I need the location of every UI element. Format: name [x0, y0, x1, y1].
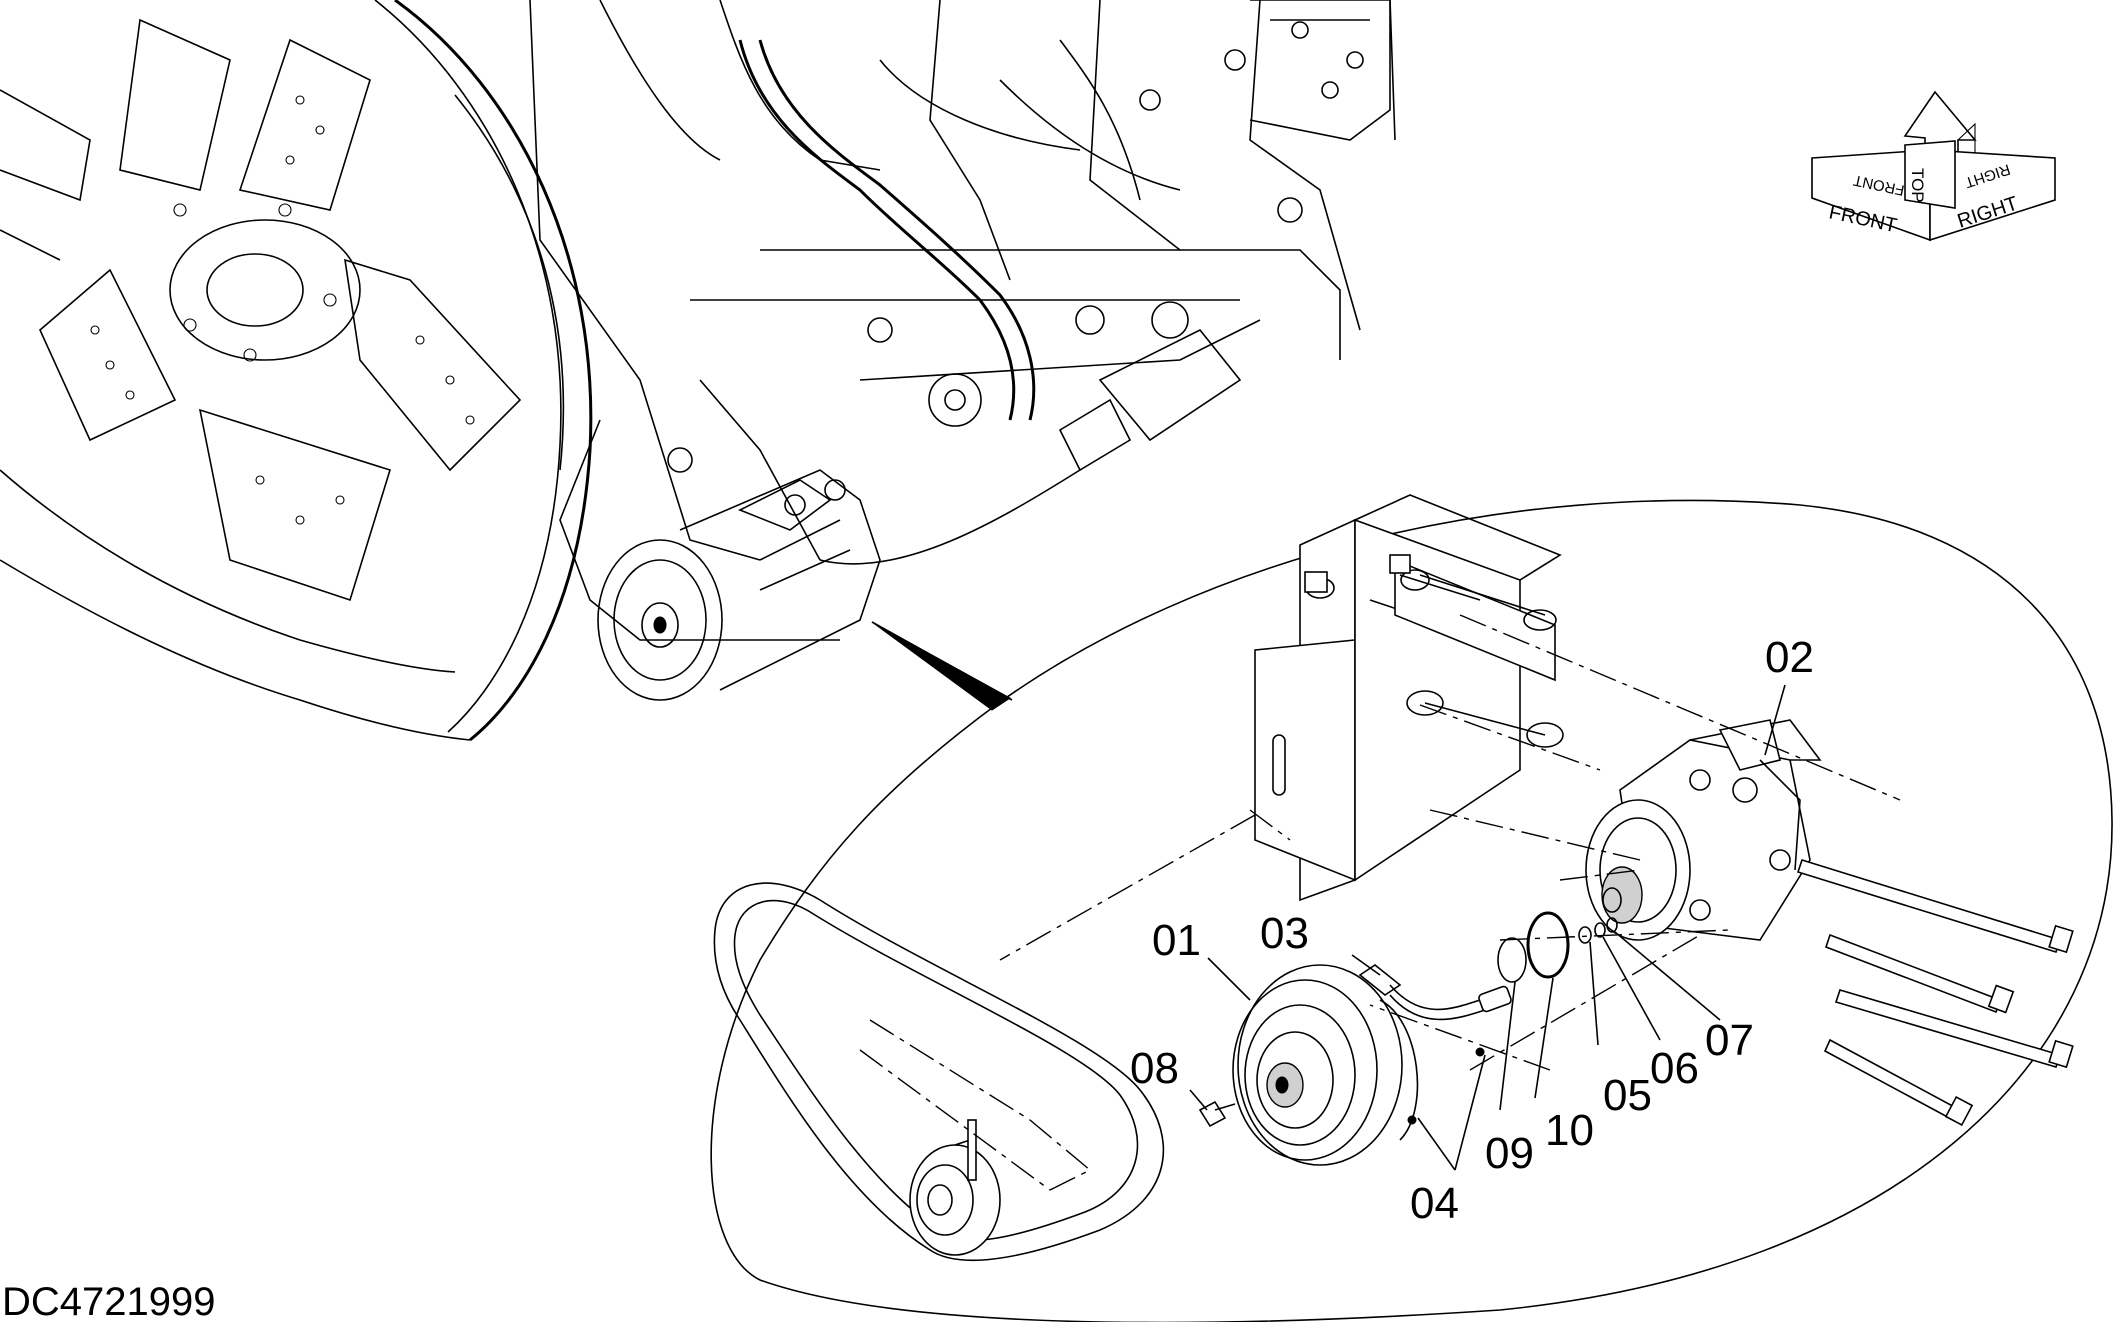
- mounting-bolt: [1198, 1100, 1236, 1128]
- snap-rings: [1497, 911, 1618, 983]
- detail-bubble-outline: [710, 499, 2113, 1324]
- field-coil-wiring: [1358, 964, 1512, 1125]
- top-label: TOP: [1908, 168, 1927, 203]
- callout-leaders: [1189, 684, 1786, 1171]
- fan-blades: [0, 18, 522, 602]
- callout-03: 03: [1260, 909, 1309, 958]
- callout-numbers: 01 02 03 04 05 06 07 08 09 10: [1130, 633, 1814, 1228]
- callout-06: 06: [1650, 1044, 1699, 1093]
- clutch-pulley: [1232, 964, 1419, 1166]
- compressor: [1585, 719, 1822, 941]
- document-code: DC4721999: [2, 1280, 216, 1322]
- fan-hub: [169, 203, 361, 362]
- callout-04: 04: [1410, 1179, 1459, 1228]
- engine-overview: [0, 0, 1396, 742]
- orientation-indicator: FRONT TOP RIGHT FRONT RIGHT: [1811, 90, 2056, 242]
- engine-mounted-compressor: [597, 469, 881, 701]
- detail-callout-pointer: [871, 621, 1013, 711]
- drive-belt: [713, 882, 1165, 1262]
- callout-05: 05: [1603, 1071, 1652, 1120]
- assembly-centerlines: [859, 614, 1901, 1191]
- long-bolts: [1796, 859, 2074, 1127]
- mounting-bracket: [1254, 494, 1564, 902]
- callout-08: 08: [1130, 1044, 1179, 1093]
- callout-10: 10: [1545, 1106, 1594, 1155]
- callout-07: 07: [1705, 1016, 1754, 1065]
- callout-02: 02: [1765, 633, 1814, 682]
- callout-01: 01: [1152, 916, 1201, 965]
- callout-09: 09: [1485, 1129, 1534, 1178]
- engine-block: [529, 0, 1396, 641]
